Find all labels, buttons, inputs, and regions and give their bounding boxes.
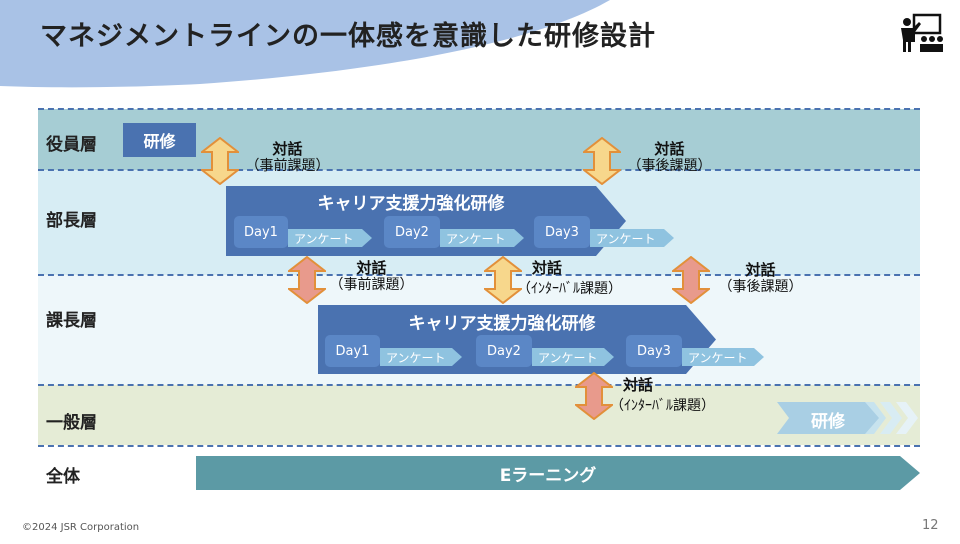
- header-swoosh: [0, 0, 610, 88]
- dialogue-heading: 対話: [622, 376, 653, 394]
- dialogue-label: 対話: [598, 376, 678, 394]
- general-training-chevron: [777, 402, 879, 434]
- divider: [38, 169, 920, 171]
- executive-training-box: 研修: [123, 123, 196, 157]
- dialogue-task: （ｲﾝﾀｰﾊﾞﾙ課題）: [610, 398, 715, 414]
- survey-arrow: アンケート: [590, 229, 674, 247]
- day1-box: Day1: [234, 216, 288, 248]
- dialogue-label: 対話 （事前課題）: [314, 259, 429, 294]
- day2-box: Day2: [476, 335, 532, 367]
- dialogue-label: 対話 （事後課題）: [703, 261, 818, 296]
- survey-arrow: アンケート: [380, 348, 462, 366]
- copyright: ©2024 JSR Corporation: [22, 522, 140, 533]
- dialogue-arrow-icon: [575, 372, 613, 420]
- elearning-label: Eラーニング: [499, 466, 597, 486]
- elearning-bar: [196, 456, 920, 490]
- dialogue-heading: 対話: [356, 259, 387, 277]
- dialogue-task: （事前課題）: [329, 277, 414, 293]
- divider: [38, 274, 920, 276]
- dialogue-label: 対話 （事前課題）: [230, 140, 345, 175]
- survey-arrow: アンケート: [288, 229, 372, 247]
- dialogue-task: （ｲﾝﾀｰﾊﾞﾙ課題）: [517, 281, 622, 297]
- dialogue-task: （事後課題）: [718, 279, 803, 295]
- divider: [38, 445, 920, 447]
- dialogue-heading: 対話: [654, 140, 685, 158]
- program-title-dept-head: キャリア支援力強化研修: [317, 194, 505, 214]
- day1-box: Day1: [325, 335, 380, 367]
- dialogue-task: （事前課題）: [245, 158, 330, 174]
- day2-box: Day2: [384, 216, 440, 248]
- divider: [38, 384, 920, 386]
- dialogue-arrow-icon: [288, 256, 326, 304]
- program-title-section-head: キャリア支援力強化研修: [408, 314, 596, 334]
- chevron-trail-icon: [864, 402, 918, 434]
- dialogue-heading: 対話: [531, 259, 562, 277]
- dialogue-arrow-icon: [201, 137, 239, 185]
- dialogue-label: （ｲﾝﾀｰﾊﾞﾙ課題）: [517, 281, 663, 298]
- general-training-label: 研修: [811, 412, 845, 432]
- day3-box: Day3: [534, 216, 590, 248]
- row-label-all: 全体: [46, 467, 80, 487]
- row-label-general: 一般層: [46, 413, 97, 433]
- band-general: [38, 385, 920, 445]
- dialogue-label: 対話 （事後課題）: [612, 140, 727, 175]
- dialogue-label: （ｲﾝﾀｰﾊﾞﾙ課題）: [610, 398, 760, 415]
- presenter-icon: [901, 13, 943, 52]
- dialogue-heading: 対話: [745, 261, 776, 279]
- day3-box: Day3: [626, 335, 682, 367]
- page-number: 12: [922, 518, 939, 533]
- dialogue-label: 対話: [507, 259, 587, 277]
- page-title: マネジメントラインの一体感を意識した研修設計: [40, 21, 656, 52]
- dialogue-arrow-icon: [484, 256, 522, 304]
- row-label-executive: 役員層: [46, 135, 97, 155]
- survey-arrow: アンケート: [440, 229, 524, 247]
- dialogue-task: （事後課題）: [627, 158, 712, 174]
- dialogue-heading: 対話: [272, 140, 303, 158]
- dialogue-arrow-icon: [583, 137, 621, 185]
- row-label-section-head: 課長層: [46, 311, 97, 331]
- survey-arrow: アンケート: [682, 348, 764, 366]
- dialogue-arrow-icon: [672, 256, 710, 304]
- row-label-dept-head: 部長層: [46, 211, 97, 231]
- survey-arrow: アンケート: [532, 348, 614, 366]
- divider: [38, 108, 920, 110]
